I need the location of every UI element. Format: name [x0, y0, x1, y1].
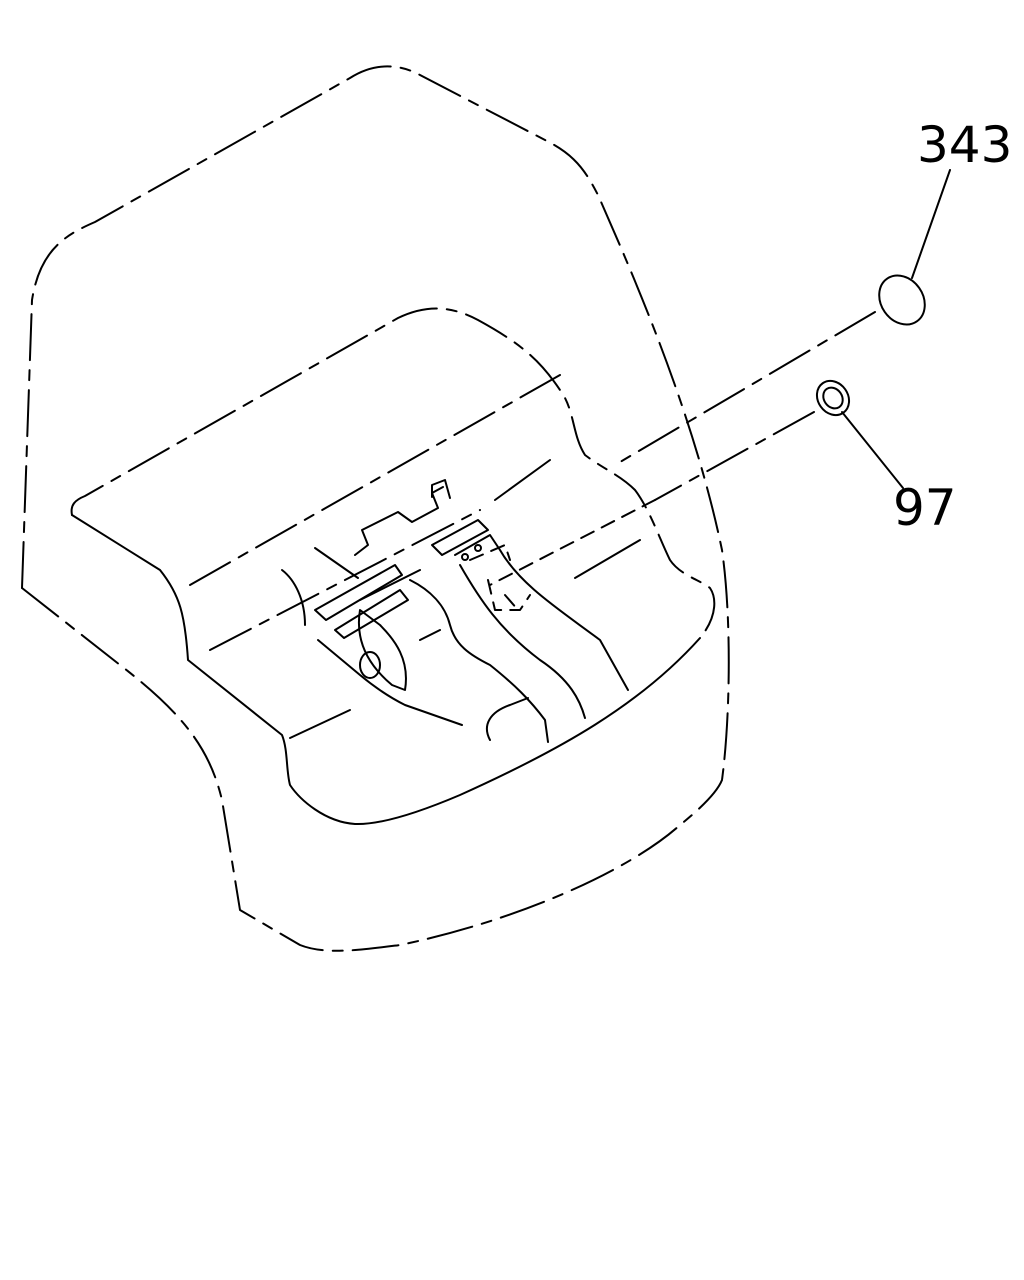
outer-panel-outline: [21, 65, 730, 952]
surface-detail-lines: [281, 459, 641, 739]
seal-part-97: [489, 379, 851, 586]
callout-label-97: 97: [893, 479, 957, 537]
inner-tray-outline: [70, 307, 716, 826]
leader-line-343: [911, 169, 951, 279]
leader-lines: [841, 169, 951, 489]
leader-line-97: [841, 411, 904, 489]
callout-label-343: 343: [917, 116, 1012, 174]
pedal-bracket-assembly: [314, 479, 629, 743]
plug-part-343: [614, 274, 926, 466]
